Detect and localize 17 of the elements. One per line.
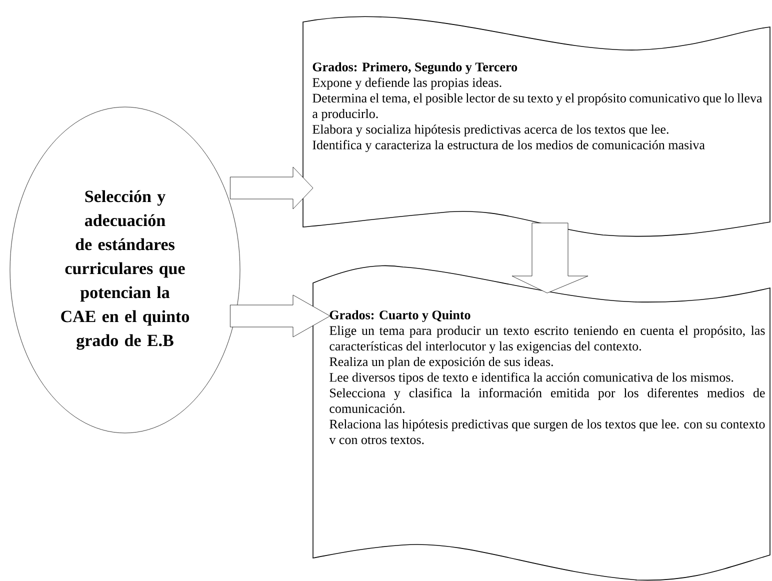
standard-text: Selecciona y clasifica la información emitida por los diferentes medios de comunicación. [330, 388, 765, 413]
standard-text: Relaciona las hipótesis predictivas que surgen de los textos que lee. con su contexto v con otros textos. [329, 419, 765, 444]
heading: Grados: Cuarto y Quinto [330, 310, 470, 322]
heading: Grados: Primero, Segundo y Tercero [312, 62, 518, 74]
ellipse-node: Selección y adecuación de estándares curriculares que potencian la CAE en el quinto grado de E.B [10, 106, 240, 434]
block-arrow [230, 294, 330, 338]
standard-text: Elige un tema para producir un texto escrito teniendo en cuenta el propósito, las características del interlocutor y las exigencias del contexto. [330, 326, 765, 354]
standard-text: Lee diversos tipos de texto e identifica la acción comunicativa de los mismos. [330, 372, 734, 384]
standard-text: Realiza un plan de exposición de sus ideas. [330, 356, 553, 369]
block-arrow [512, 222, 588, 294]
standard-text: Identifica y caracteriza la estructura de los medios de comunicación masiva [312, 140, 705, 152]
block-arrow [230, 166, 314, 210]
wave-box [312, 265, 770, 581]
standard-text: Determina el tema, el posible lector de su texto y el propósito comunicativo que lo lleva a producirlo. [312, 93, 762, 121]
standard-text: Expone y defiende las propias ideas. [312, 78, 502, 90]
wave-box [302, 16, 770, 237]
standard-text: Elabora y socializa hipótesis predictivas acerca de los textos que lee. [312, 124, 668, 136]
